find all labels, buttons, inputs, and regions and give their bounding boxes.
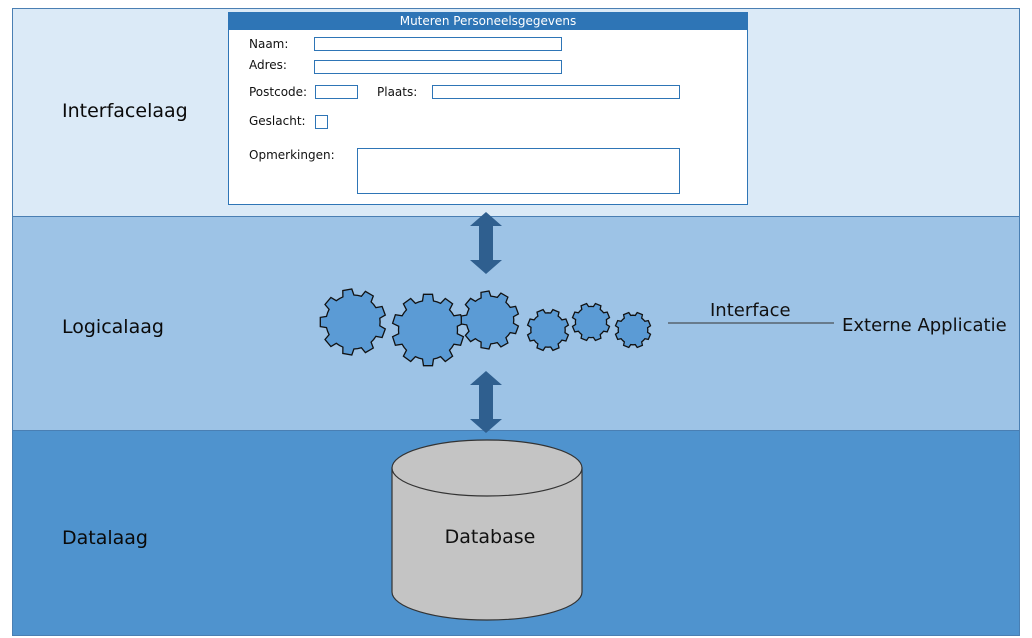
logic-data-arrow-icon (470, 371, 502, 433)
opmerkingen-field[interactable] (357, 148, 680, 194)
database-label: Database (445, 526, 536, 548)
form-title: Muteren Personeelsgegevens (229, 13, 747, 30)
naam-field[interactable] (314, 37, 562, 51)
database-cylinder-icon (391, 439, 583, 621)
gear-icon (391, 293, 465, 367)
plaats-label: Plaats: (377, 85, 418, 99)
gear-icon (526, 308, 570, 352)
external-application-label: Externe Applicatie (842, 315, 1007, 336)
geslacht-label: Geslacht: (249, 114, 306, 128)
adres-field[interactable] (314, 60, 562, 74)
postcode-field[interactable] (315, 85, 358, 99)
gears-group (319, 288, 652, 367)
naam-label: Naam: (249, 37, 289, 51)
postcode-label: Postcode: (249, 85, 308, 99)
personnel-form: Muteren Personeelsgegevens Naam: Adres: … (228, 12, 748, 205)
gear-icon (319, 288, 387, 356)
gear-icon (614, 311, 652, 349)
gear-icon (571, 302, 611, 342)
geslacht-checkbox[interactable] (315, 115, 328, 129)
logic-layer-label: Logicalaag (62, 316, 164, 338)
data-layer-label: Datalaag (62, 527, 148, 549)
adres-label: Adres: (249, 58, 287, 72)
plaats-field[interactable] (432, 85, 680, 99)
opmerkingen-label: Opmerkingen: (249, 148, 335, 162)
gear-icon (460, 290, 520, 350)
interface-logic-arrow-icon (470, 212, 502, 274)
logic-layer (12, 216, 1020, 431)
interface-layer-label: Interfacelaag (62, 100, 188, 122)
interface-label: Interface (710, 300, 791, 321)
